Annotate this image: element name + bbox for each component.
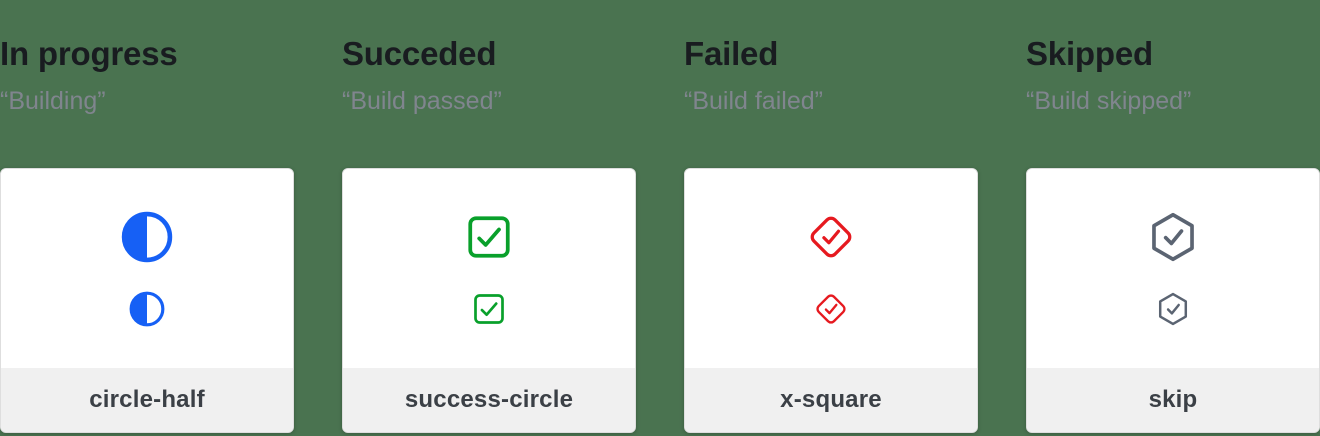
status-title: In progress	[0, 35, 178, 72]
status-column-succeeded: Succeded “Build passed” succes	[342, 0, 636, 436]
diamond-check-icon	[810, 216, 852, 257]
icon-preview-area	[685, 168, 977, 368]
status-message: “Build skipped”	[1026, 86, 1192, 115]
circle-half-icon	[121, 211, 173, 262]
status-title: Failed	[684, 35, 779, 72]
circle-half-icon	[129, 291, 165, 327]
status-message: “Build failed”	[684, 86, 823, 115]
check-square-icon	[474, 293, 504, 324]
icon-card: skip	[1026, 167, 1320, 433]
status-message: “Build passed”	[342, 86, 502, 115]
icon-small-slot	[128, 290, 166, 328]
icon-card: circle-half	[0, 167, 294, 433]
icon-name-label: skip	[1148, 385, 1198, 413]
icon-large-slot	[808, 214, 854, 260]
icon-name-label: x-square	[780, 385, 882, 413]
icon-large-slot	[464, 212, 514, 262]
status-message: “Building”	[0, 86, 106, 115]
diamond-check-icon	[816, 293, 846, 324]
icon-name-label: success-circle	[404, 385, 574, 413]
icon-small-slot	[471, 291, 507, 327]
icon-card: success-circle	[342, 167, 636, 433]
icon-small-slot	[1155, 290, 1192, 327]
icon-small-slot	[815, 292, 848, 325]
icon-name-footer: skip	[1027, 367, 1319, 432]
status-column-in-progress: In progress “Building” circle-	[0, 0, 294, 436]
hexagon-check-icon	[1158, 292, 1188, 325]
icon-name-footer: x-square	[685, 367, 977, 432]
status-title: Skipped	[1026, 35, 1153, 72]
icon-name-label: circle-half	[89, 385, 205, 413]
icon-large-slot	[120, 209, 175, 264]
check-square-icon	[468, 215, 510, 258]
icon-large-slot	[1146, 209, 1201, 264]
icon-preview-area	[343, 168, 635, 368]
status-column-skipped: Skipped “Build skipped” skip	[1026, 0, 1320, 436]
status-column-failed: Failed “Build failed” x-square	[684, 0, 978, 436]
status-title: Succeded	[342, 35, 497, 72]
icon-name-footer: circle-half	[1, 367, 293, 432]
icon-preview-area	[1, 168, 293, 368]
icon-card: x-square	[684, 167, 978, 433]
icon-name-footer: success-circle	[343, 367, 635, 432]
hexagon-check-icon	[1152, 212, 1194, 261]
icon-preview-area	[1027, 168, 1319, 368]
